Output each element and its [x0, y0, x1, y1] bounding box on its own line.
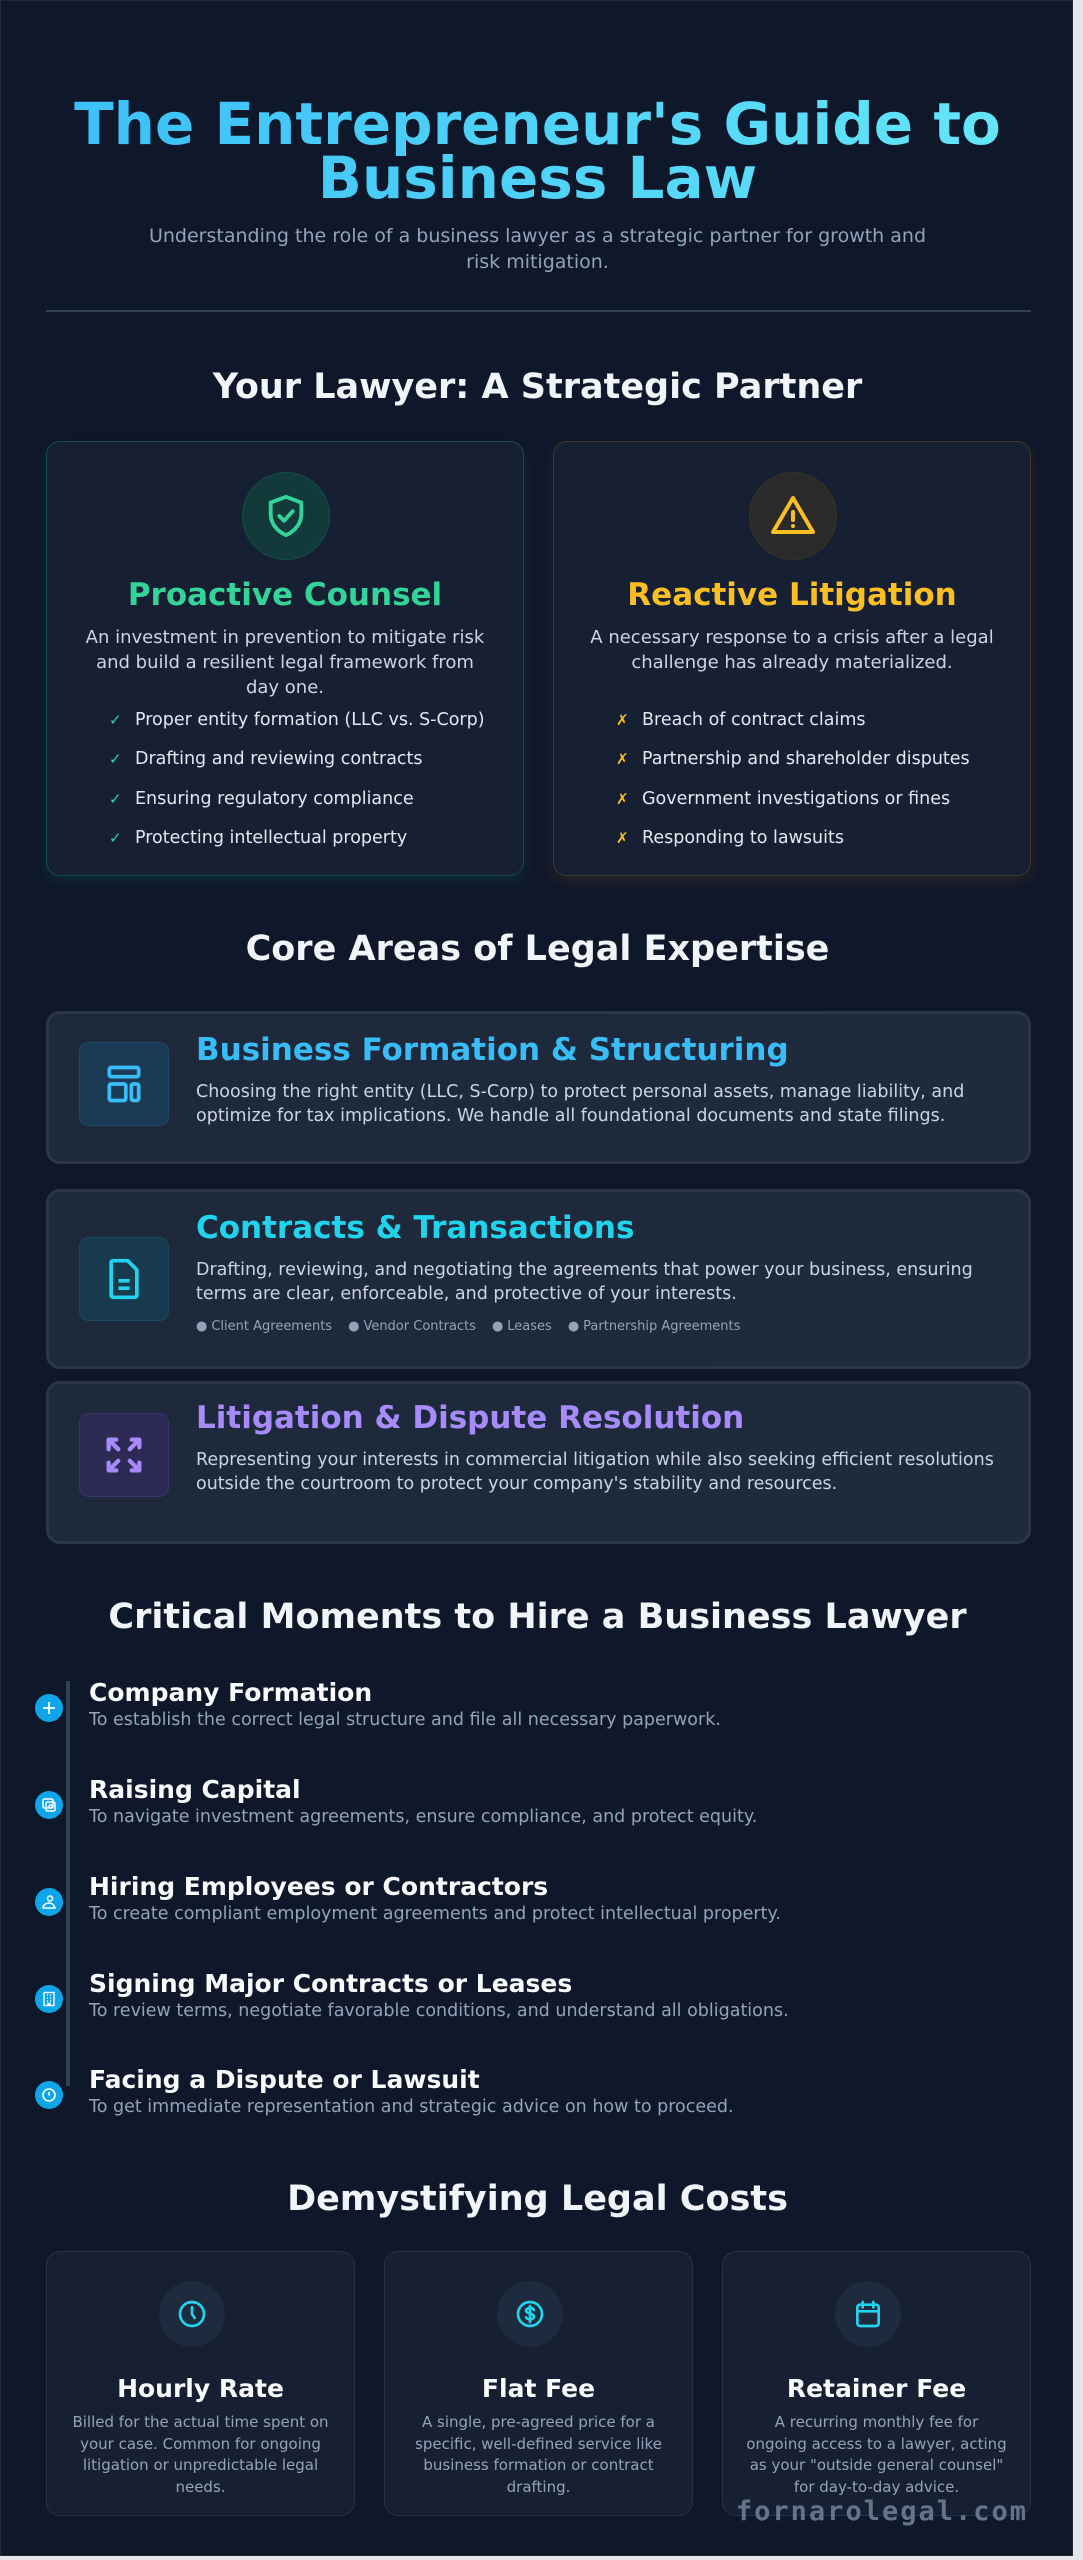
clock-icon	[159, 2281, 225, 2347]
area-title: Contracts & Transactions	[196, 1210, 635, 1246]
plus-icon	[35, 1694, 63, 1722]
cost-title: Flat Fee	[481, 2374, 596, 2403]
list-item-text: Ensuring regulatory compliance	[135, 788, 414, 809]
proactive-title: Proactive Counsel	[127, 577, 443, 613]
list-item-text: Partnership and shareholder disputes	[642, 749, 970, 770]
list-item-text: Proper entity formation (LLC vs. S-Corp)	[135, 709, 485, 730]
timeline-description: To establish the correct legal structure…	[89, 1710, 721, 1730]
dollar-icon	[497, 2281, 563, 2347]
list-item: ✓ Ensuring regulatory compliance	[109, 779, 485, 819]
list-item-text: Breach of contract claims	[642, 709, 866, 730]
timeline-title: Signing Major Contracts or Leases	[89, 1969, 573, 1998]
section-heading-areas: Core Areas of Legal Expertise	[245, 929, 830, 969]
area-card-contracts: Contracts & Transactions Drafting, revie…	[46, 1189, 1031, 1369]
reactive-card: Reactive Litigation A necessary response…	[553, 441, 1031, 876]
cost-card-hourly: Hourly Rate Billed for the actual time s…	[46, 2251, 355, 2516]
tag: Client Agreements	[196, 1319, 332, 1334]
cost-description: A single, pre-agreed price for a specifi…	[415, 2413, 662, 2496]
timeline-title: Facing a Dispute or Lawsuit	[89, 2065, 480, 2094]
list-item: ✗ Responding to lawsuits	[616, 819, 970, 859]
shield-check-icon	[242, 472, 330, 560]
layout-icon	[79, 1042, 169, 1126]
document-icon	[79, 1237, 169, 1321]
list-item-text: Drafting and reviewing contracts	[135, 749, 423, 770]
section-heading-costs: Demystifying Legal Costs	[287, 2179, 788, 2219]
check-icon: ✓	[109, 829, 122, 848]
alert-circle-icon	[35, 2081, 63, 2109]
timeline-description: To review terms, negotiate favorable con…	[89, 2001, 789, 2021]
tag-list: Client Agreements Vendor Contracts Lease…	[196, 1319, 740, 1334]
check-icon: ✓	[109, 710, 122, 729]
page-subtitle: Understanding the role of a business law…	[148, 225, 927, 273]
timeline-description: To navigate investment agreements, ensur…	[89, 1807, 758, 1827]
list-item-text: Protecting intellectual property	[135, 828, 408, 849]
arrows-collapse-icon	[79, 1413, 169, 1497]
cost-title: Hourly Rate	[117, 2374, 284, 2403]
cost-title: Retainer Fee	[786, 2374, 967, 2403]
watermark: fornarolegal.com	[735, 2496, 1028, 2527]
timeline-line	[66, 1681, 70, 2086]
area-description: Representing your interests in commercia…	[196, 1450, 994, 1494]
proactive-description: An investment in prevention to mitigate …	[85, 627, 485, 698]
list-item-text: Responding to lawsuits	[642, 828, 844, 849]
divider	[46, 310, 1031, 312]
timeline-description: To create compliant employment agreement…	[89, 1904, 781, 1924]
cross-icon: ✗	[616, 750, 629, 769]
cross-icon: ✗	[616, 829, 629, 848]
area-title: Business Formation & Structuring	[196, 1032, 789, 1068]
area-description: Drafting, reviewing, and negotiating the…	[196, 1260, 973, 1304]
user-icon	[35, 1888, 63, 1916]
cost-description: Billed for the actual time spent on your…	[72, 2413, 329, 2496]
check-icon: ✓	[109, 789, 122, 808]
area-description: Choosing the right entity (LLC, S-Corp) …	[196, 1082, 965, 1126]
timeline-title: Hiring Employees or Contractors	[89, 1872, 549, 1901]
proactive-card: Proactive Counsel An investment in preve…	[46, 441, 524, 876]
warning-triangle-icon	[749, 472, 837, 560]
building-icon	[35, 1985, 63, 2013]
reactive-title: Reactive Litigation	[627, 577, 957, 613]
check-icon: ✓	[109, 750, 122, 769]
money-icon	[35, 1791, 63, 1819]
page-title: The Entrepreneur's Guide to Business Law	[1, 95, 1074, 207]
calendar-icon	[835, 2281, 901, 2347]
section-heading-partner: Your Lawyer: A Strategic Partner	[212, 367, 863, 407]
list-item: ✓ Drafting and reviewing contracts	[109, 740, 485, 780]
list-item: ✗ Partnership and shareholder disputes	[616, 740, 970, 780]
reactive-description: A necessary response to a crisis after a…	[590, 627, 994, 673]
area-card-formation: Business Formation & Structuring Choosin…	[46, 1011, 1031, 1164]
area-card-litigation: Litigation & Dispute Resolution Represen…	[46, 1381, 1031, 1544]
list-item-text: Government investigations or fines	[642, 788, 951, 809]
cost-card-retainer: Retainer Fee A recurring monthly fee for…	[722, 2251, 1031, 2516]
timeline-description: To get immediate representation and stra…	[89, 2097, 734, 2117]
area-title: Litigation & Dispute Resolution	[196, 1400, 745, 1436]
timeline-title: Raising Capital	[89, 1775, 301, 1804]
list-item: ✓ Proper entity formation (LLC vs. S-Corp…	[109, 700, 485, 740]
timeline-title: Company Formation	[89, 1678, 373, 1707]
tag: Leases	[492, 1319, 552, 1334]
list-item: ✓ Protecting intellectual property	[109, 819, 485, 859]
cross-icon: ✗	[616, 710, 629, 729]
section-heading-moments: Critical Moments to Hire a Business Lawy…	[108, 1597, 967, 1637]
cross-icon: ✗	[616, 789, 629, 808]
cost-description: A recurring monthly fee for ongoing acce…	[746, 2413, 1007, 2496]
tag: Partnership Agreements	[568, 1319, 740, 1334]
tag: Vendor Contracts	[348, 1319, 476, 1334]
cost-card-flat: Flat Fee A single, pre-agreed price for …	[384, 2251, 693, 2516]
list-item: ✗ Government investigations or fines	[616, 779, 970, 819]
list-item: ✗ Breach of contract claims	[616, 700, 970, 740]
